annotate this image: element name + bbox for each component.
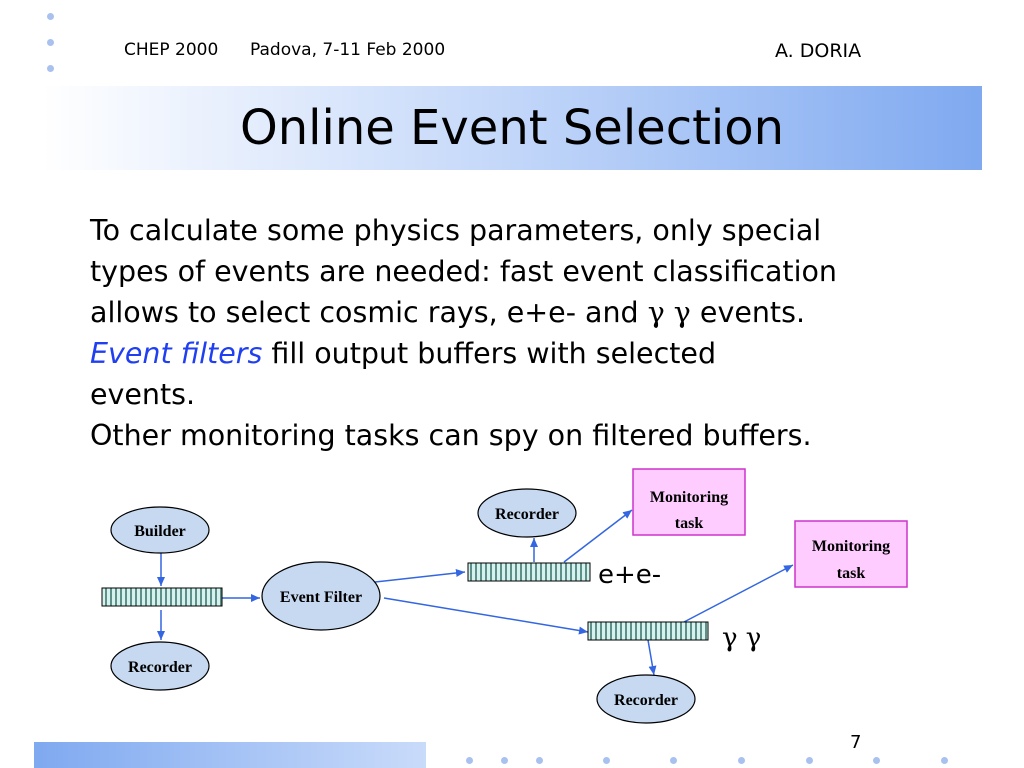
gamma-gamma-buffer-label: γ γ bbox=[722, 623, 761, 653]
page-number: 7 bbox=[850, 732, 862, 753]
body-line: To calculate some physics parameters, on… bbox=[90, 214, 822, 247]
monitoring-task-1-label-line2: task bbox=[675, 515, 704, 532]
header-author: A. DORIA bbox=[775, 40, 862, 62]
decor-dot bbox=[47, 13, 54, 20]
decor-dot bbox=[501, 757, 508, 764]
monitoring-task-2-label-line1: Monitoring bbox=[812, 538, 890, 555]
arrow bbox=[374, 569, 466, 583]
monitoring-task-1-label-line1: Monitoring bbox=[650, 489, 728, 506]
decor-dot bbox=[466, 757, 473, 764]
body-line-part: fill output buffers with selected bbox=[262, 337, 717, 370]
recorder-bottom-label: Recorder bbox=[614, 692, 678, 709]
gamma-gamma-symbol: γ γ bbox=[647, 296, 691, 329]
body-line: Other monitoring tasks can spy on filter… bbox=[90, 419, 812, 452]
recorder-top-node bbox=[477, 488, 577, 538]
decor-dot bbox=[47, 65, 54, 72]
body-text: To calculate some physics parameters, on… bbox=[90, 210, 960, 456]
arrow bbox=[563, 509, 633, 563]
event-filter-label: Event Filter bbox=[280, 589, 362, 606]
arrow bbox=[647, 639, 657, 676]
body-line-part: events. bbox=[690, 296, 805, 329]
header-location-date: Padova, 7-11 Feb 2000 bbox=[250, 40, 446, 60]
title-band bbox=[42, 86, 982, 170]
monitoring-task-2-label-line2: task bbox=[837, 565, 866, 582]
data-flow-diagram: Builder Recorder Event Filter Recorder e… bbox=[101, 468, 908, 724]
buffer-input bbox=[101, 587, 223, 607]
recorder-left-label: Recorder bbox=[128, 659, 192, 676]
footer-bar bbox=[34, 742, 426, 768]
event-filter-node bbox=[261, 561, 381, 631]
decor-dot bbox=[738, 757, 745, 764]
monitoring-task-2 bbox=[794, 520, 908, 588]
monitoring-task-1 bbox=[632, 468, 746, 536]
recorder-top-label: Recorder bbox=[495, 506, 559, 523]
buffer-gamma-gamma bbox=[587, 621, 709, 641]
ee-buffer-label: e+e- bbox=[598, 560, 661, 590]
flow-arrows bbox=[157, 509, 794, 676]
recorder-bottom-node bbox=[596, 674, 696, 724]
decor-dot bbox=[806, 757, 813, 764]
body-line: events. bbox=[90, 378, 196, 411]
recorder-left-node bbox=[110, 641, 210, 691]
decor-dot bbox=[670, 757, 677, 764]
builder-node bbox=[110, 506, 210, 554]
arrow bbox=[383, 597, 589, 635]
buffer-ee bbox=[467, 562, 591, 582]
body-line: Event filters fill output buffers with s… bbox=[90, 333, 960, 374]
decor-dot bbox=[536, 757, 543, 764]
body-line: allows to select cosmic rays, e+e- and γ… bbox=[90, 292, 960, 333]
builder-label: Builder bbox=[134, 523, 186, 540]
body-line: types of events are needed: fast event c… bbox=[90, 255, 837, 288]
arrow bbox=[683, 564, 794, 623]
decor-dot bbox=[603, 757, 610, 764]
header-conference: CHEP 2000 bbox=[124, 40, 219, 60]
decor-dot bbox=[873, 757, 880, 764]
event-filters-emphasis: Event filters bbox=[90, 337, 263, 370]
decor-dot bbox=[47, 39, 54, 46]
decor-dot bbox=[941, 757, 948, 764]
slide-title: Online Event Selection bbox=[239, 100, 785, 156]
body-line-part: allows to select cosmic rays, e+e- and bbox=[90, 296, 648, 329]
